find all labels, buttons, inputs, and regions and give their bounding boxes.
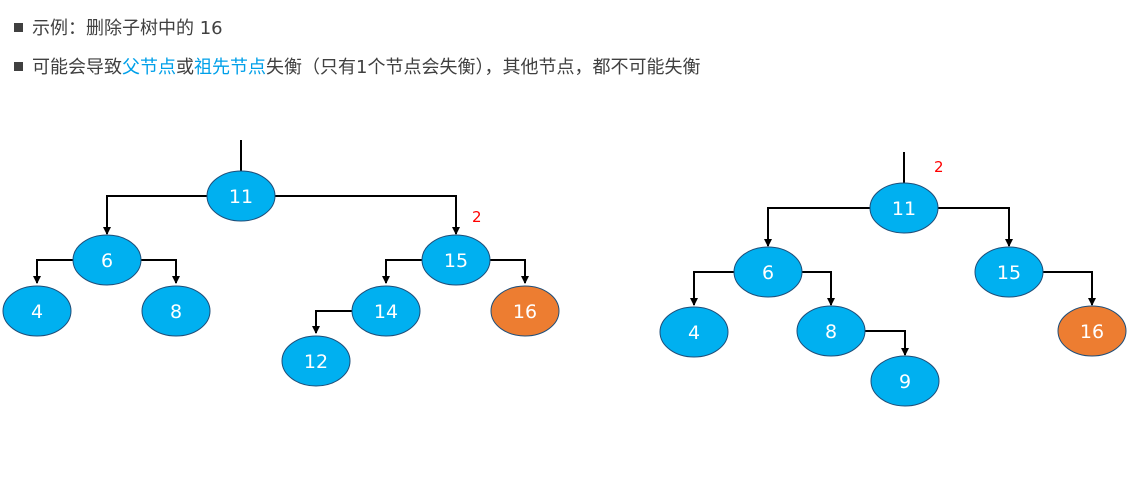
left-node-12: 12 — [281, 335, 351, 387]
tree-node-ellipse — [351, 285, 421, 337]
tree-node-ellipse — [870, 355, 940, 407]
note-suffix: 失衡（只有1个节点会失衡），其他节点，都不可能失衡 — [266, 57, 701, 78]
left-edge-14-12 — [312, 310, 352, 334]
node-label: 6 — [762, 262, 774, 284]
left-node-14: 14 — [351, 285, 421, 337]
left-node-8: 8 — [141, 285, 211, 337]
left-node-6: 6 — [72, 234, 142, 286]
right-node-16: 16 — [1057, 305, 1127, 357]
right-node-8: 8 — [796, 305, 866, 357]
left-tree: 11 6 15 2 4 8 14 — [2, 140, 560, 387]
right-edge-11-15 — [937, 207, 1013, 247]
left-node-4: 4 — [2, 285, 72, 337]
node-label: 11 — [229, 186, 253, 208]
right-edge-8-9 — [864, 330, 909, 356]
note-parent-node: 父节点 — [122, 57, 176, 78]
node-label: 12 — [304, 351, 328, 373]
tree-node-ellipse — [281, 335, 351, 387]
node-label: 4 — [688, 322, 700, 344]
tree-node-ellipse — [2, 285, 72, 337]
bullet-example: 示例：删除子树中的 16 — [14, 14, 223, 40]
tree-node-ellipse — [733, 246, 803, 298]
left-node-11: 11 — [206, 170, 276, 222]
tree-node-ellipse — [974, 246, 1044, 298]
right-node-9: 9 — [870, 355, 940, 407]
node-label: 9 — [899, 371, 911, 393]
node-label: 15 — [997, 262, 1021, 284]
node-label: 8 — [825, 321, 837, 343]
right-edge-6-8 — [801, 271, 835, 306]
tree-node-ellipse — [421, 234, 491, 286]
note-prefix: 可能会导致 — [32, 57, 122, 78]
left-edge-11-15 — [274, 195, 460, 235]
tree-node-ellipse-highlighted — [490, 285, 560, 337]
node-label: 14 — [374, 301, 398, 323]
bullet-square-icon — [14, 61, 23, 71]
tree-node-ellipse — [206, 170, 276, 222]
right-balance-factor: 2 — [934, 158, 944, 176]
right-node-6: 6 — [733, 246, 803, 298]
right-tree: 2 11 6 15 4 — [659, 152, 1127, 407]
node-label: 16 — [513, 301, 537, 323]
left-edge-6-8 — [140, 259, 180, 284]
tree-node-ellipse-highlighted — [1057, 305, 1127, 357]
left-edge-15-16 — [490, 259, 529, 284]
left-node-15: 15 — [421, 234, 491, 286]
node-label: 15 — [444, 250, 468, 272]
bullet-imbalance-note: 可能会导致 父节点 或 祖先节点 失衡（只有1个节点会失衡），其他节点，都不可能… — [14, 53, 700, 79]
right-edge-11-6 — [764, 207, 871, 247]
right-node-15: 15 — [974, 246, 1044, 298]
node-label: 8 — [170, 301, 182, 323]
node-label: 6 — [101, 250, 113, 272]
node-label: 4 — [31, 301, 43, 323]
left-edge-15-14 — [382, 259, 422, 284]
tree-node-ellipse — [141, 285, 211, 337]
left-node-16: 16 — [490, 285, 560, 337]
node-label: 11 — [892, 198, 916, 220]
left-edge-6-4 — [33, 259, 74, 284]
right-node-4: 4 — [659, 306, 729, 358]
node-label: 16 — [1080, 321, 1104, 343]
tree-node-ellipse — [869, 182, 939, 234]
bullet-square-icon — [14, 22, 23, 32]
note-ancestor-node: 祖先节点 — [194, 57, 266, 78]
left-edge-11-6 — [103, 195, 208, 235]
left-balance-factor: 2 — [472, 208, 482, 226]
tree-node-ellipse — [659, 306, 729, 358]
tree-node-ellipse — [796, 305, 866, 357]
tree-node-ellipse — [72, 234, 142, 286]
right-edge-6-4 — [690, 271, 735, 306]
note-or: 或 — [176, 57, 194, 78]
right-edge-15-16 — [1042, 271, 1096, 306]
right-node-11: 11 — [869, 182, 939, 234]
example-text: 示例：删除子树中的 16 — [32, 18, 223, 39]
